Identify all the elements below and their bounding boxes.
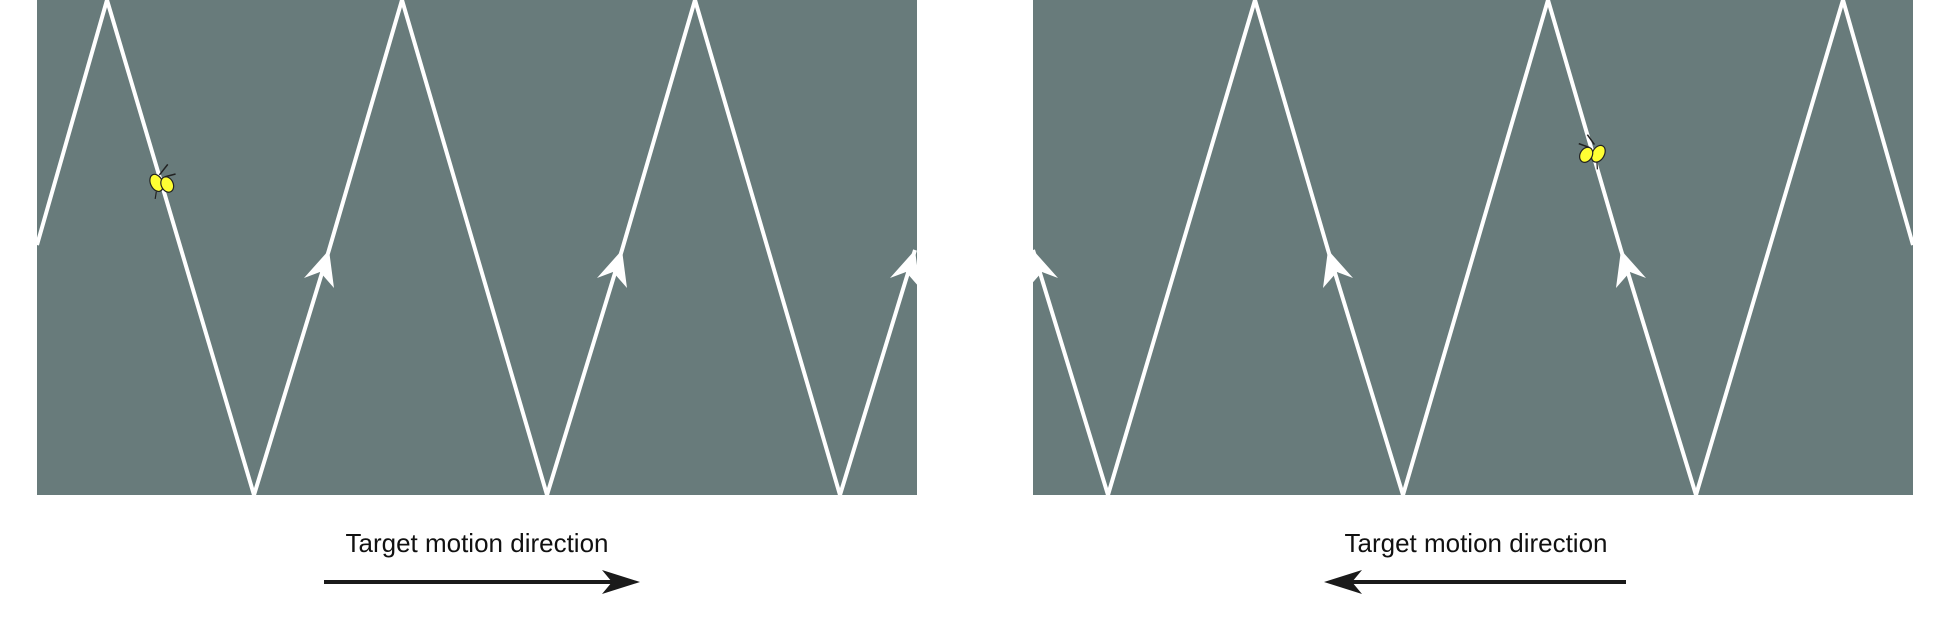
rightward-direction-arrow-icon xyxy=(324,570,640,594)
left-zigzag-stripe xyxy=(37,0,917,495)
leftward-direction-arrow-icon xyxy=(1324,570,1626,594)
right-arrowhead-1 xyxy=(1033,250,1058,283)
left-arrowhead-3 xyxy=(890,250,917,285)
left-arrowhead-2 xyxy=(597,250,627,288)
left-arrowhead-1 xyxy=(304,250,334,288)
right-fly-icon xyxy=(1578,134,1606,170)
right-arrowhead-3 xyxy=(1616,250,1646,288)
left-arena xyxy=(37,0,917,495)
left-arena-background xyxy=(37,0,917,495)
right-panel xyxy=(1033,0,1913,500)
right-arrowhead-2 xyxy=(1323,250,1353,288)
right-motion-caption: Target motion direction xyxy=(1344,528,1608,558)
left-fly-icon xyxy=(149,163,176,200)
right-zigzag-stripe xyxy=(1033,0,1913,495)
right-arena-background xyxy=(1033,0,1913,495)
left-motion-caption: Target motion direction xyxy=(345,528,609,558)
right-arena xyxy=(1033,0,1913,495)
left-panel xyxy=(37,0,917,500)
